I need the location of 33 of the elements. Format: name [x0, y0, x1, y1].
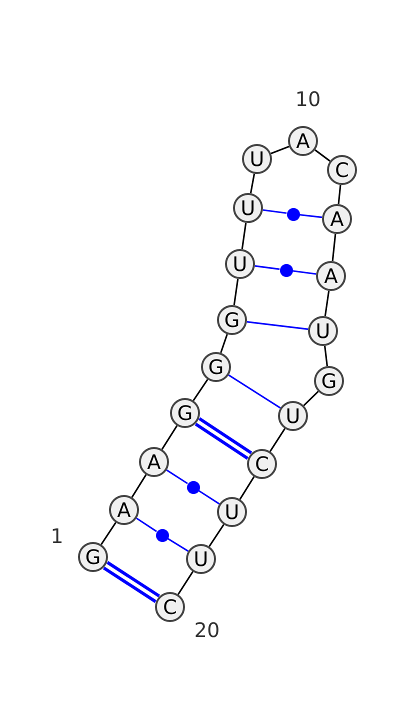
backbone-line: [269, 428, 286, 452]
base-pair-line: [228, 374, 281, 409]
backbone-line: [220, 334, 228, 354]
base-pair-line: [194, 416, 253, 460]
backbone-line: [100, 522, 116, 545]
backbone-line: [239, 476, 255, 500]
backbone-line: [250, 174, 256, 194]
backbone-line: [324, 290, 330, 316]
base-pair-line: [254, 265, 280, 270]
backbone-line: [324, 346, 328, 366]
base-pair-line: [198, 490, 220, 505]
backbone-line: [208, 524, 224, 547]
backbone-line: [131, 474, 147, 498]
base-pair-line: [292, 270, 316, 275]
position-number: 1: [50, 526, 64, 546]
backbone-line: [338, 184, 342, 204]
backbone-line: [332, 234, 336, 262]
backbone-line: [177, 571, 194, 595]
backbone-line: [241, 222, 247, 250]
base-pair-line: [102, 560, 161, 604]
base-pair-line: [166, 469, 188, 484]
position-number: 10: [295, 89, 321, 109]
backbone-line: [161, 425, 178, 450]
base-pair-line: [262, 209, 287, 214]
backbone-line: [233, 278, 239, 306]
base-pair-line: [299, 214, 322, 218]
position-number: 20: [194, 620, 220, 640]
backbone-line: [303, 390, 319, 406]
backbone-line: [270, 146, 290, 154]
backbone-line: [192, 379, 208, 401]
backbone-line: [314, 149, 330, 162]
base-pair-line: [136, 518, 157, 532]
base-pair-line: [246, 321, 308, 330]
